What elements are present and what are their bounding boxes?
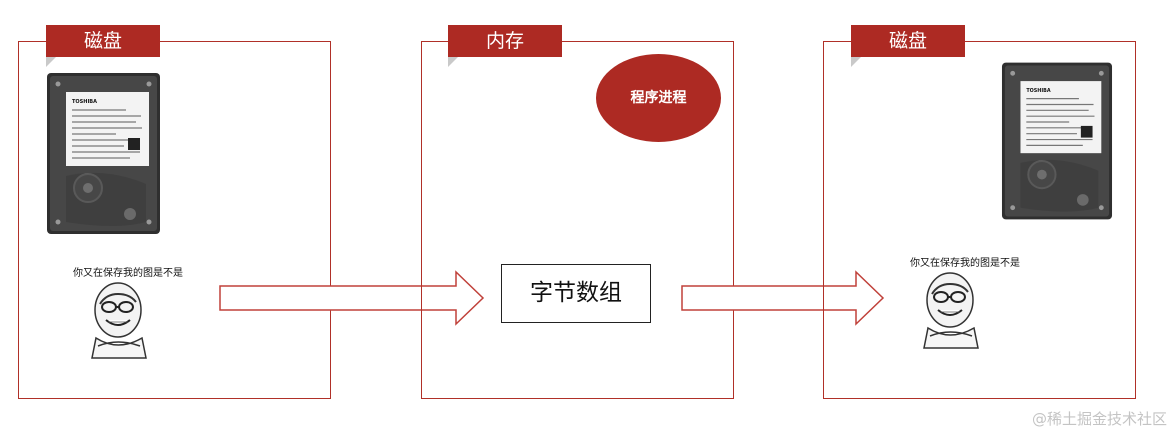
byte-array-box: 字节数组 — [501, 264, 651, 323]
tab-notch — [448, 57, 458, 67]
tab-notch — [46, 57, 56, 67]
disk-tab-right: 磁盘 — [851, 25, 965, 57]
watermark: @稀土掘金技术社区 — [1032, 408, 1167, 429]
meme-caption-right: 你又在保存我的图是不是 — [910, 254, 1020, 269]
disk-tab-left: 磁盘 — [46, 25, 160, 57]
meme-caption-left: 你又在保存我的图是不是 — [73, 264, 183, 279]
meme-face-icon — [920, 270, 982, 350]
process-bubble: 程序进程 — [596, 54, 721, 142]
hdd-brand: TOSHIBA — [72, 99, 97, 105]
meme-face-icon — [88, 280, 150, 360]
hard-drive-icon: TOSHIBA — [46, 72, 161, 235]
hdd-brand: TOSHIBA — [1026, 88, 1051, 94]
tab-notch — [851, 57, 861, 67]
hard-drive-icon: TOSHIBA — [1001, 60, 1113, 222]
memory-tab: 内存 — [448, 25, 562, 57]
